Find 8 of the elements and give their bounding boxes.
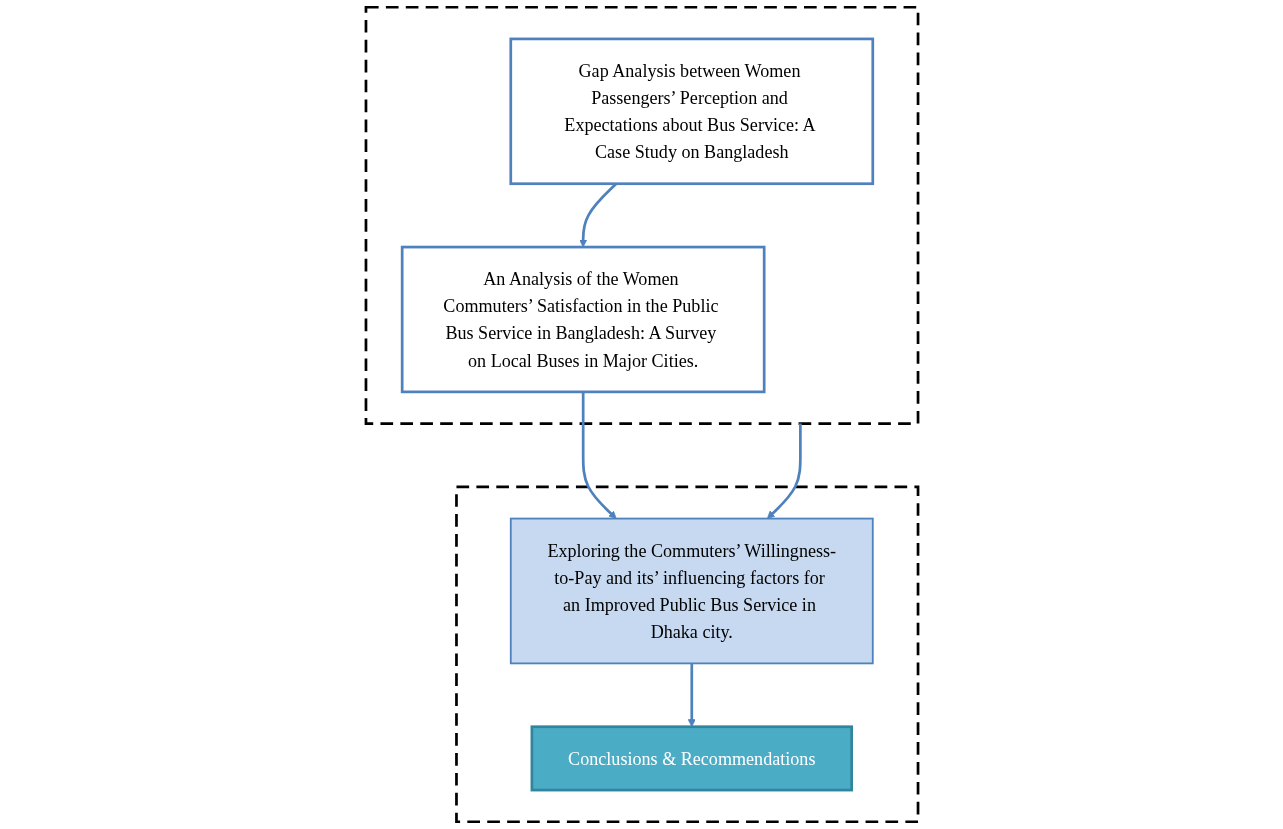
arrow: [581, 391, 617, 519]
node-box: Conclusions & Recommendations: [530, 725, 853, 792]
arrow: [766, 423, 802, 519]
cluster: [364, 5, 919, 425]
node-box: Gap Analysis between Women Passengers’ Perception and Expectations about Bus Service: A Case Study on Bangladesh: [508, 37, 874, 186]
cluster: [454, 485, 919, 824]
node-box: An Analysis of the Women Commuters’ Satisfaction in the Public Bus Service in Bangladesh: A Survey on Local Buses in Major Cities.: [400, 245, 766, 394]
node-box: Exploring the Commuters’ Willingness-to-Pay and its’ influencing factors for an Improved Public Bus Service in Dhaka city.: [509, 517, 874, 665]
